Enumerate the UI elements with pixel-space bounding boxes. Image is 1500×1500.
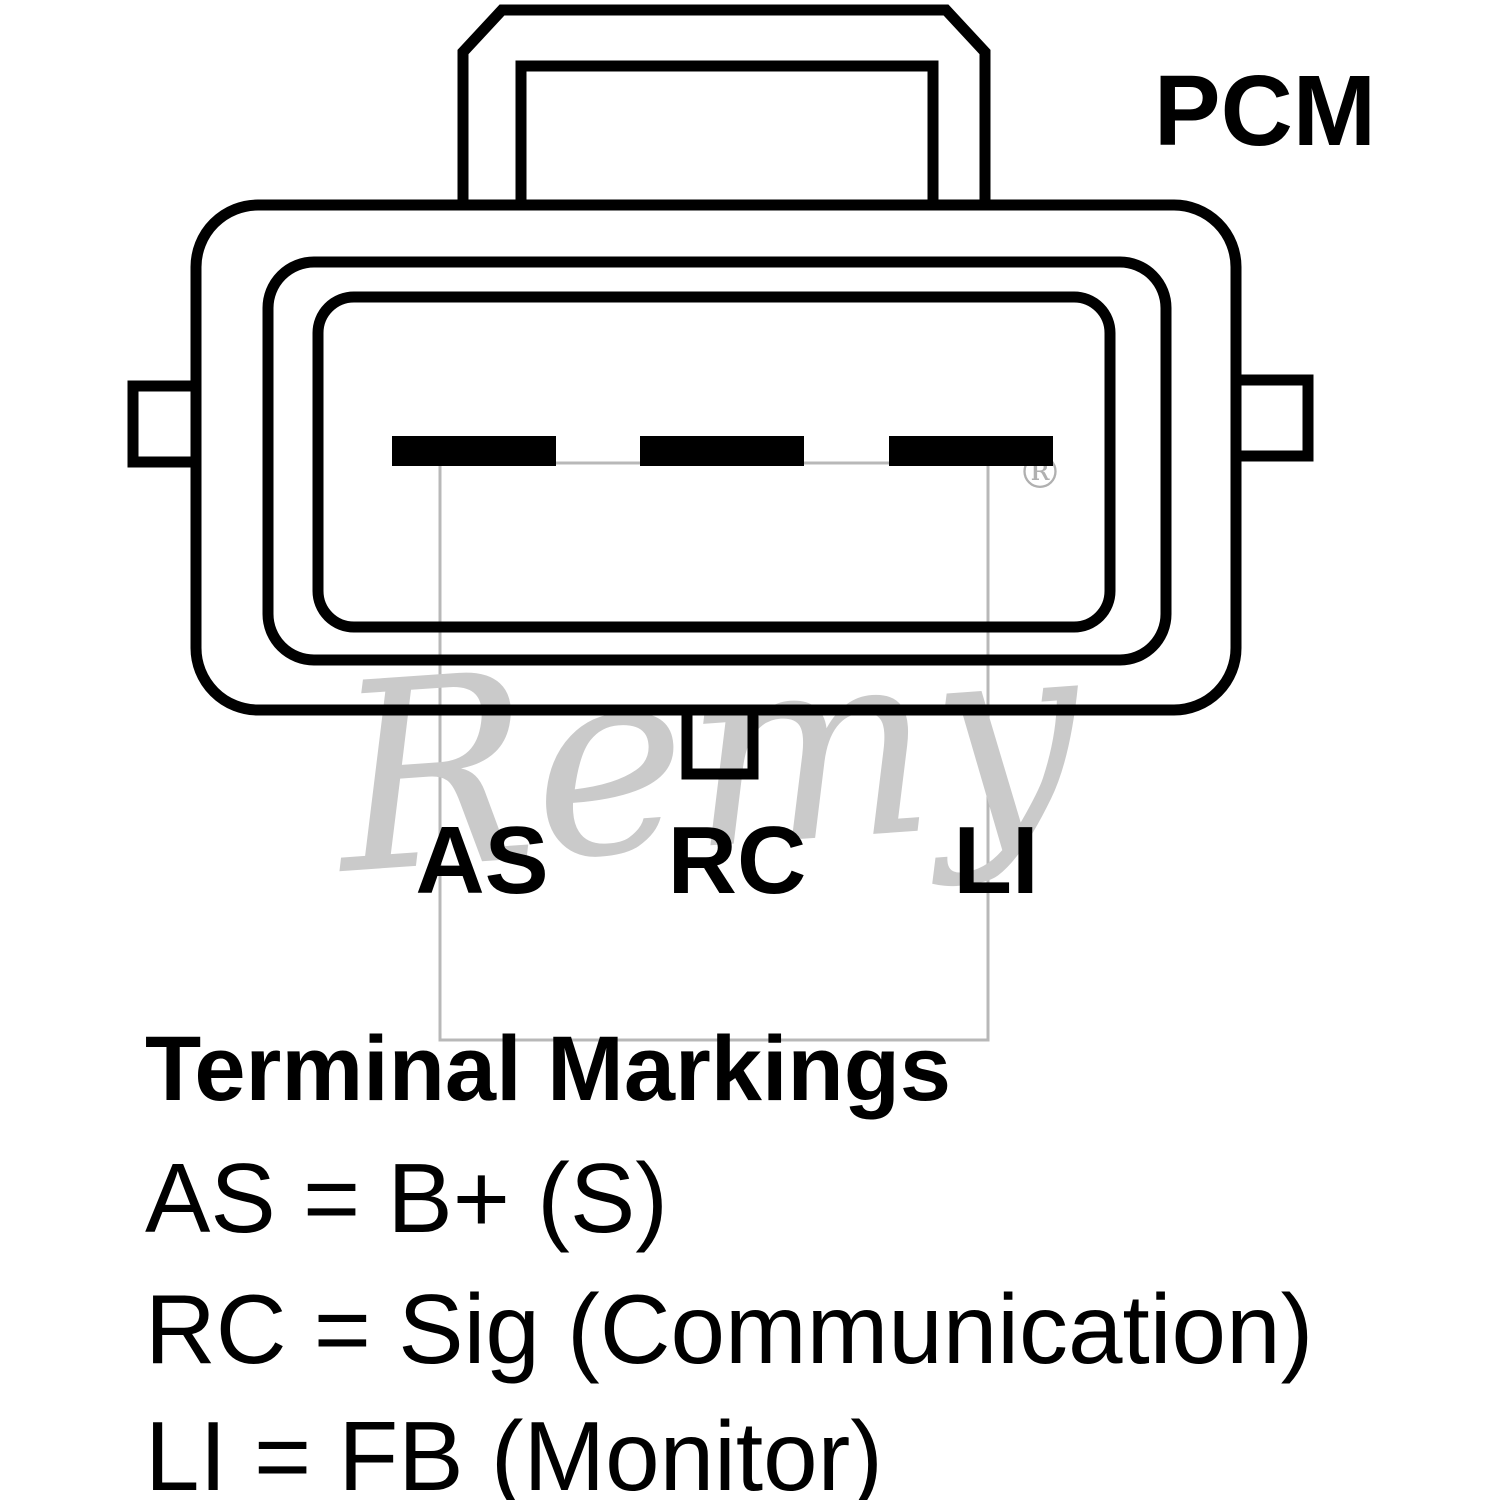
- terminal-pin-rc: [640, 436, 804, 466]
- terminal-pin-as: [392, 436, 556, 466]
- right-side-tab: [1224, 374, 1314, 462]
- top-tab-inner: [515, 60, 939, 218]
- watermark-box: [438, 461, 990, 1042]
- legend-title: Terminal Markings: [145, 1018, 951, 1120]
- connector-body-middle: [262, 256, 1172, 666]
- terminal-label-li: LI: [953, 807, 1038, 914]
- legend-entry-li: LI = FB (Monitor): [145, 1401, 883, 1500]
- connector-drawing: [127, 4, 1314, 780]
- registered-trademark-icon: ®: [1017, 445, 1063, 499]
- connector-body-inner: [312, 291, 1116, 633]
- pcm-label: PCM: [1154, 55, 1376, 167]
- watermark-text: Remy: [323, 579, 1093, 933]
- terminal-label-as: AS: [415, 807, 548, 914]
- legend-entry-as: AS = B+ (S): [145, 1143, 668, 1253]
- watermark: Remy ®: [323, 445, 1093, 1042]
- terminal-pin-li: [889, 436, 1053, 466]
- terminal-label-rc: RC: [668, 807, 807, 914]
- legend: Terminal Markings AS = B+ (S) RC = Sig (…: [145, 1018, 1313, 1500]
- legend-entry-rc: RC = Sig (Communication): [145, 1274, 1313, 1384]
